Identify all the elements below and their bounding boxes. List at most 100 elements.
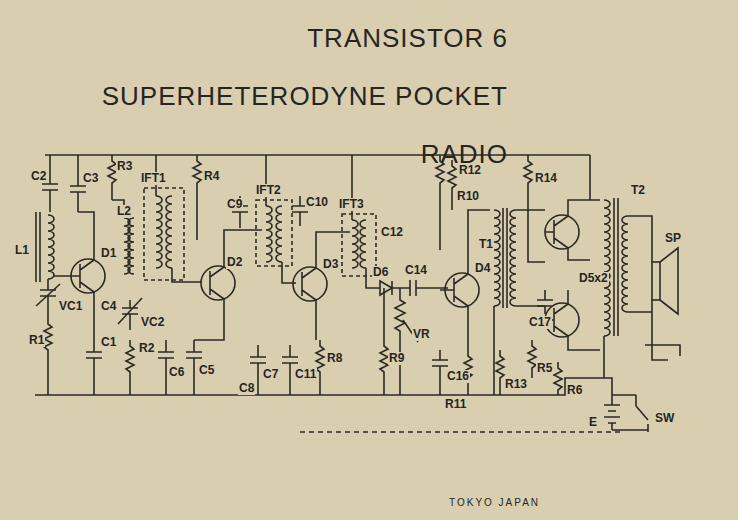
part-name: C4 <box>100 300 117 313</box>
part-name: C5 <box>198 364 215 377</box>
part-name: E <box>588 416 598 429</box>
part-name: VR <box>412 328 431 341</box>
part-name: R1 <box>28 334 45 347</box>
part-name: T2 <box>630 184 646 197</box>
battery-symbol <box>604 395 620 430</box>
part-name: C7 <box>262 368 279 381</box>
coil-symbol <box>166 196 172 268</box>
coil-symbol <box>266 206 272 262</box>
transistor-leads <box>54 212 94 330</box>
part-name: IFT3 <box>338 198 365 211</box>
coil-symbol <box>604 200 610 336</box>
part-name: SP <box>664 232 682 245</box>
potentiometer-symbol <box>395 288 418 395</box>
part-name: VC2 <box>140 316 165 329</box>
coil-symbol <box>156 196 162 268</box>
transistor-leads <box>545 200 600 260</box>
part-name: C2 <box>30 170 47 183</box>
wire <box>604 216 652 378</box>
part-name: R6 <box>566 384 583 397</box>
part-name: D1 <box>100 247 117 260</box>
speaker-cone <box>660 248 678 314</box>
supply-rail <box>45 154 590 156</box>
part-name: R14 <box>534 172 558 185</box>
transistor-leads <box>440 210 490 350</box>
resistor-symbol <box>554 362 562 395</box>
part-name: D5x2 <box>578 272 609 285</box>
wire <box>266 155 296 283</box>
capacitor-symbol <box>537 290 553 314</box>
core-lines <box>614 198 618 336</box>
core-lines <box>503 208 507 308</box>
coil-symbol <box>494 210 500 306</box>
ferrite-rod <box>36 212 40 282</box>
resistor-symbol <box>380 288 388 395</box>
diode-symbol <box>372 281 402 295</box>
part-name: D2 <box>226 256 243 269</box>
switch-symbol <box>612 395 648 432</box>
part-name: C16 <box>446 370 470 383</box>
part-name: C6 <box>168 366 185 379</box>
speaker-symbol <box>652 262 660 300</box>
can-outline <box>342 214 376 276</box>
gang-line <box>300 431 620 433</box>
resistor-symbol <box>108 155 116 200</box>
part-name: C10 <box>305 196 329 209</box>
variable-capacitor <box>36 279 60 318</box>
part-name: C11 <box>294 368 317 381</box>
part-name: C14 <box>404 264 428 277</box>
jack-symbol <box>645 345 680 360</box>
title: TRANSISTOR 6 SUPERHETERODYNE POCKET RADI… <box>28 9 508 183</box>
capacitor-symbol <box>42 155 58 212</box>
part-name: C9 <box>226 198 243 211</box>
coil-symbol <box>112 200 134 274</box>
can-outline <box>144 188 184 280</box>
part-name: R5 <box>536 362 553 375</box>
resistor-symbol <box>193 155 201 240</box>
part-name: L2 <box>116 205 132 218</box>
coil-symbol <box>48 215 54 279</box>
part-name: C12 <box>380 226 404 239</box>
part-name: C3 <box>82 172 99 185</box>
coil-symbol <box>622 216 628 312</box>
part-name: IFT2 <box>255 184 282 197</box>
coil-symbol <box>276 206 282 262</box>
resistor-symbol <box>126 340 134 395</box>
part-name: IFT1 <box>140 172 167 185</box>
part-name: R8 <box>326 352 343 365</box>
coil-symbol <box>510 210 516 306</box>
part-name: R4 <box>203 170 220 183</box>
part-name: R13 <box>504 378 528 391</box>
transistor-leads <box>194 230 262 340</box>
variable-capacitor <box>118 298 142 330</box>
wire <box>352 155 372 288</box>
part-name: L1 <box>14 244 30 257</box>
coil-symbol <box>352 220 358 268</box>
part-name: VC1 <box>58 300 83 313</box>
part-name: R9 <box>388 352 405 365</box>
part-name: R3 <box>116 160 133 173</box>
part-name: R11 <box>444 398 467 411</box>
resistor-symbol <box>528 340 536 378</box>
part-name: R10 <box>456 190 480 203</box>
wire <box>589 155 591 200</box>
part-name: D4 <box>474 262 491 275</box>
part-name: C8 <box>238 382 255 395</box>
ground-rail <box>35 378 612 395</box>
resistor-symbol <box>436 155 444 250</box>
part-name: SW <box>654 412 675 425</box>
resistor-symbol <box>44 318 52 395</box>
coil-symbol <box>124 218 130 274</box>
part-name: D3 <box>322 258 339 271</box>
can-outline <box>256 200 292 266</box>
part-name: R2 <box>138 342 155 355</box>
part-name: C1 <box>100 336 117 349</box>
part-name: R12 <box>458 164 482 177</box>
transistor-leads <box>545 290 600 350</box>
capacitor-symbol <box>402 280 448 296</box>
maker-note: TOKYO JAPAN <box>448 496 541 509</box>
part-name: T1 <box>478 238 494 251</box>
part-name: C17 <box>528 316 552 329</box>
